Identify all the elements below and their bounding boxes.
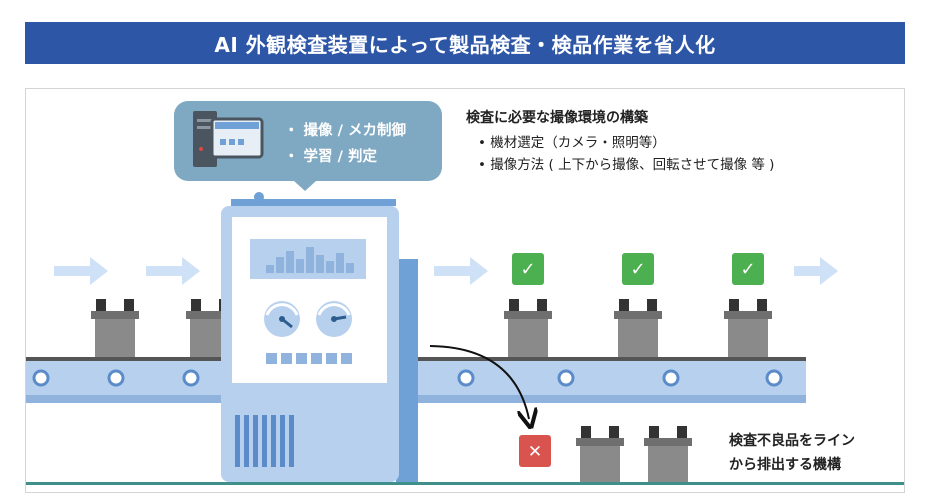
floor-line bbox=[26, 482, 904, 485]
bubble-item-learning: ・ 学習 / 判定 bbox=[284, 149, 377, 165]
check-icon: ✓ bbox=[732, 253, 764, 285]
machine-vent bbox=[235, 415, 294, 467]
flow-arrow-icon bbox=[54, 257, 108, 285]
inspection-diagram: ✓ ✓ ✓ bbox=[26, 101, 904, 485]
product-icon bbox=[614, 299, 662, 357]
product-icon bbox=[91, 299, 139, 357]
control-bubble bbox=[174, 101, 442, 191]
computer-icon bbox=[193, 111, 264, 167]
svg-text:✓: ✓ bbox=[740, 259, 755, 280]
flow-arrow-icon bbox=[434, 257, 488, 285]
flow-arrow-icon bbox=[146, 257, 200, 285]
reject-caption-line1: 検査不良品をライン bbox=[729, 433, 855, 449]
svg-text:✓: ✓ bbox=[630, 259, 645, 280]
fail-icon: ✕ bbox=[519, 435, 551, 467]
page-title: AI 外観検査装置によって製品検査・検品作業を省人化 bbox=[25, 22, 905, 64]
environment-item-method: • 撮像方法 ( 上下から撮像、回転させて撮像 等 ) bbox=[478, 157, 775, 173]
reject-arrow-icon bbox=[429, 345, 529, 419]
check-icon: ✓ bbox=[622, 253, 654, 285]
bubble-item-camera-control: ・ 撮像 / メカ制御 bbox=[284, 123, 406, 139]
environment-item-equipment: • 機材選定（カメラ・照明等） bbox=[478, 135, 666, 151]
flow-arrow-icon bbox=[794, 257, 838, 285]
inspection-machine bbox=[221, 192, 418, 482]
diagram-frame: ✓ ✓ ✓ bbox=[25, 88, 905, 493]
svg-text:✓: ✓ bbox=[520, 259, 535, 280]
product-icon bbox=[724, 299, 772, 357]
environment-title: 検査に必要な撮像環境の構築 bbox=[466, 110, 648, 126]
reject-caption-line2: から排出する機構 bbox=[729, 457, 841, 473]
product-icon bbox=[504, 299, 552, 357]
svg-text:✕: ✕ bbox=[528, 442, 542, 462]
rejected-product-icon bbox=[644, 426, 692, 482]
rejected-product-icon bbox=[576, 426, 624, 482]
gauge-icon bbox=[316, 301, 352, 337]
gauge-icon bbox=[264, 301, 300, 337]
check-icon: ✓ bbox=[512, 253, 544, 285]
